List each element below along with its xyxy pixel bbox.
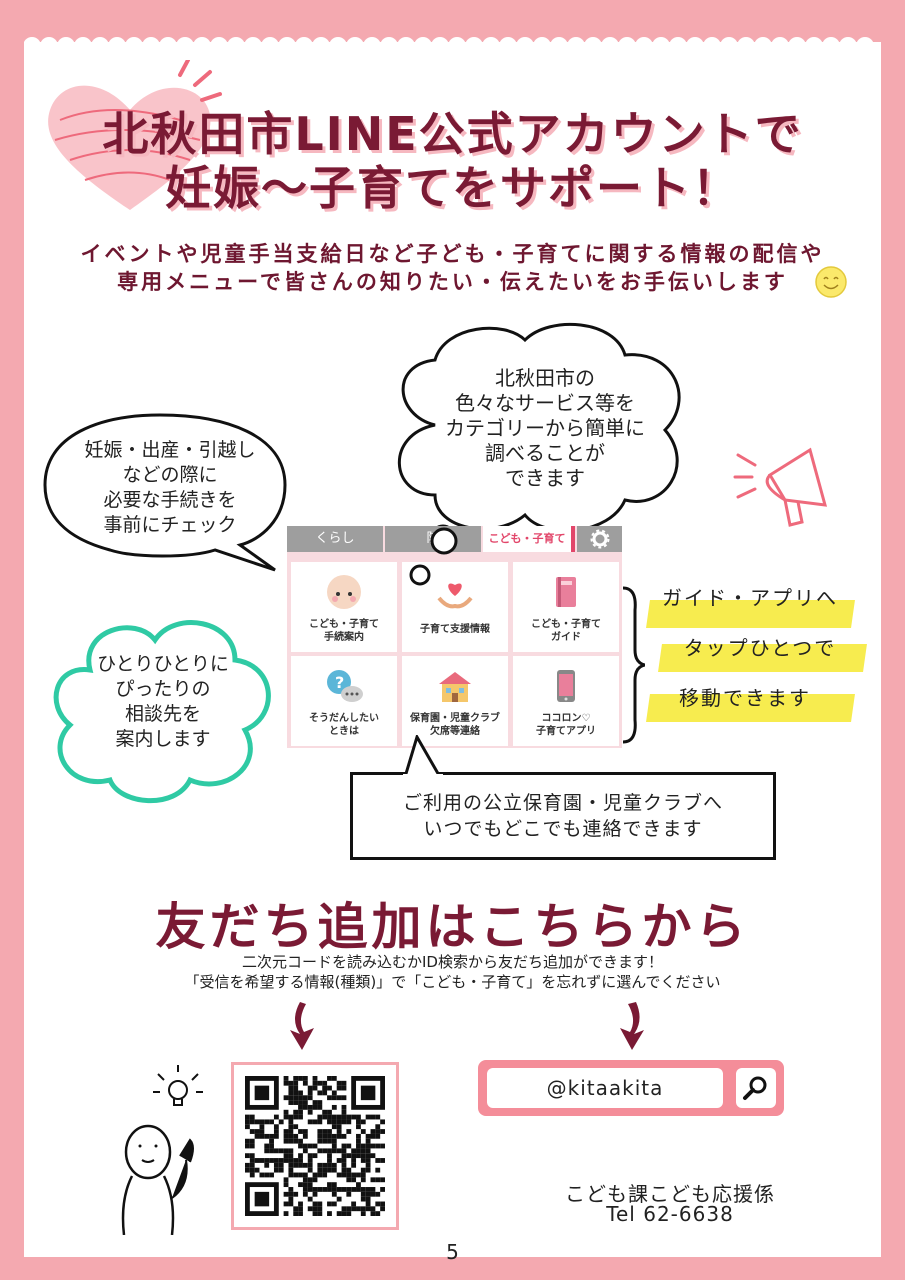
smartphone-icon bbox=[557, 670, 575, 702]
cell-label: こども・子育て bbox=[309, 619, 379, 630]
contact-dept: こども課こども応援係 bbox=[565, 1182, 775, 1206]
settings-tab[interactable] bbox=[577, 526, 622, 552]
consult-cloud-green bbox=[53, 620, 271, 804]
bubble-left-line: 必要な手続きを bbox=[103, 489, 237, 511]
heart-hands-icon bbox=[437, 583, 473, 609]
bubble-top-line: 色々なサービス等を bbox=[455, 391, 635, 415]
notice-line-2: いつでもどこでも連絡できます bbox=[423, 818, 703, 840]
bubble-green-line: ぴったりの bbox=[115, 678, 211, 700]
curly-brace bbox=[622, 586, 645, 744]
page-number: 5 bbox=[446, 1240, 459, 1264]
cell-label: 子育てアプリ bbox=[536, 726, 596, 737]
highlight-text-3: 移動できます bbox=[679, 686, 811, 710]
speech-bubble-left bbox=[43, 413, 287, 572]
bubble-top-line: カテゴリーから簡単に bbox=[445, 416, 645, 440]
book-icon bbox=[556, 577, 576, 607]
bubble-green-line: ひとりひとりに bbox=[97, 653, 229, 675]
bubble-top-line: 調べることが bbox=[485, 441, 605, 465]
menu-cell-app[interactable]: ココロン♡ 子育てアプリ bbox=[513, 656, 619, 746]
friend-note-2: 「受信を希望する情報(種類)」で「こども・子育て」を忘れずに選んでください bbox=[184, 973, 721, 991]
cell-label: ココロン♡ bbox=[541, 713, 591, 724]
smiley-icon bbox=[815, 266, 847, 298]
arrow-down-icon bbox=[620, 1002, 644, 1050]
cell-label: そうだんしたい bbox=[309, 713, 379, 724]
menu-cell-consult[interactable]: ? そうだんしたいときは bbox=[291, 656, 397, 746]
line-id-field[interactable]: @kitaakita bbox=[487, 1068, 723, 1108]
megaphone-icon bbox=[733, 447, 828, 527]
thought-dot bbox=[409, 564, 431, 586]
bubble-green-text: ひとりひとりに ぴったりの 相談先を 案内します bbox=[58, 652, 268, 752]
tab-kodomo[interactable]: こども・子育て bbox=[483, 526, 575, 552]
cell-label: ときは bbox=[329, 726, 359, 737]
question-chat-icon: ? bbox=[327, 670, 363, 702]
thought-dot-large bbox=[430, 527, 458, 555]
bubble-left-line: 事前にチェック bbox=[103, 514, 237, 536]
bubble-top-line: 北秋田市の bbox=[495, 366, 595, 390]
bubble-left-line: 妊娠・出産・引越し bbox=[84, 439, 256, 461]
notice-line-1: ご利用の公立保育園・児童クラブへ bbox=[402, 792, 723, 814]
menu-cell-guide[interactable]: こども・子育てガイド bbox=[513, 562, 619, 652]
qr-code-icon[interactable] bbox=[245, 1076, 385, 1216]
search-button[interactable] bbox=[736, 1068, 776, 1108]
cell-label: 欠席等連絡 bbox=[430, 726, 480, 737]
scribble-heart-decoration bbox=[48, 60, 222, 210]
cell-label: 保育園・児童クラブ bbox=[410, 713, 500, 724]
cell-label: 手続案内 bbox=[324, 632, 364, 643]
friend-note-1: 二次元コードを読み込むかID検索から友だち追加ができます！ bbox=[242, 953, 663, 971]
notice-box-pointer bbox=[403, 735, 443, 779]
gear-icon bbox=[590, 529, 609, 549]
subtitle-line2: 専用メニューで皆さんの知りたい・伝えたいをお手伝いします bbox=[117, 270, 788, 294]
svg-text:?: ? bbox=[335, 673, 344, 692]
cell-label: ガイド bbox=[551, 632, 581, 643]
cell-label: 子育て支援情報 bbox=[420, 624, 490, 635]
bubble-left-line: などの際に bbox=[122, 464, 218, 486]
notice-box bbox=[350, 772, 776, 860]
bubble-top-text: 北秋田市の 色々なサービス等を カテゴリーから簡単に 調べることが できます bbox=[405, 366, 685, 491]
contact-tel: Tel 62-6638 bbox=[606, 1202, 734, 1226]
menu-cell-absence-contact[interactable]: 保育園・児童クラブ欠席等連絡 bbox=[402, 656, 508, 746]
tab-kurashi[interactable]: くらし bbox=[287, 526, 383, 552]
bubble-left-text: 妊娠・出産・引越し などの際に 必要な手続きを 事前にチェック bbox=[60, 438, 280, 538]
highlight-text-2: タップひとつで bbox=[683, 636, 837, 660]
person-idea-illustration bbox=[121, 1065, 203, 1235]
friend-add-heading: 友だち追加はこちらから bbox=[155, 898, 750, 956]
baby-icon bbox=[327, 575, 361, 609]
bubble-green-line: 案内します bbox=[115, 728, 211, 750]
search-icon bbox=[743, 1076, 767, 1100]
highlight-text-1: ガイド・アプリへ bbox=[662, 586, 838, 610]
arrow-down-icon bbox=[290, 1002, 314, 1050]
scallop-border bbox=[24, 37, 874, 55]
bubble-green-line: 相談先を bbox=[124, 703, 201, 725]
page-title-line1: 北秋田市LINE公式アカウントで bbox=[102, 107, 803, 161]
page-title-line2: 妊娠～子育てをサポート！ bbox=[164, 161, 741, 215]
bubble-top-line: できます bbox=[505, 466, 585, 490]
qr-code-frame bbox=[231, 1062, 399, 1230]
subtitle-line1: イベントや児童手当支給日など子ども・子育てに関する情報の配信や bbox=[80, 242, 825, 266]
menu-cell-procedures[interactable]: こども・子育て手続案内 bbox=[291, 562, 397, 652]
cell-label: こども・子育て bbox=[531, 619, 601, 630]
school-icon bbox=[439, 672, 471, 702]
